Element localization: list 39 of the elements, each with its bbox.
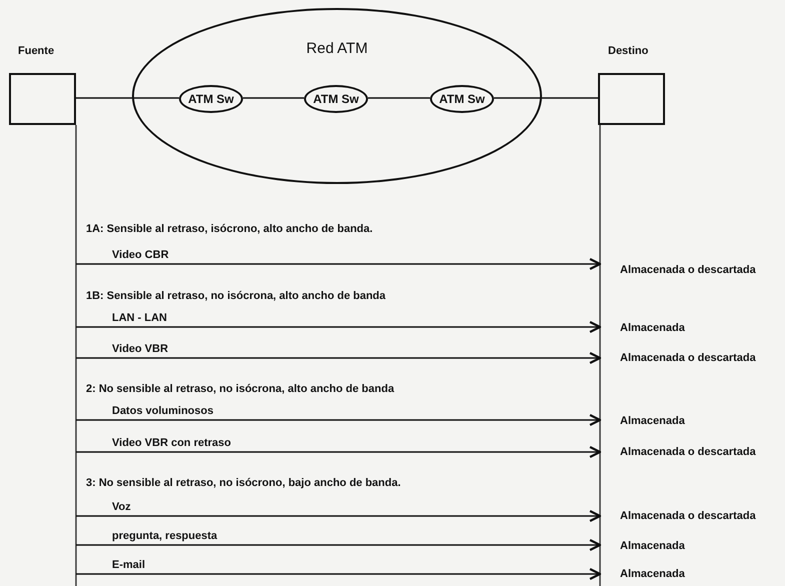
section-heading: 1B: Sensible al retraso, no isócrona, alto ancho de banda	[86, 290, 386, 303]
connector-line	[243, 97, 304, 99]
section-heading: 1A: Sensible al retraso, isócrono, alto ancho de banda.	[86, 223, 373, 236]
outcome-text: Almacenada	[620, 540, 685, 553]
outcome-text: Almacenada o descartada	[620, 446, 756, 459]
outcome-text: Almacenada o descartada	[620, 352, 756, 365]
edge-label: LAN - LAN	[112, 312, 167, 325]
outcome-text: Almacenada o descartada	[620, 264, 756, 277]
arrow	[76, 352, 602, 364]
switch-ellipse: ATM Sw	[430, 85, 494, 113]
outcome-text: Almacenada	[620, 568, 685, 581]
arrow	[76, 446, 602, 458]
edge-label: Video VBR	[112, 343, 168, 356]
edge-label: pregunta, respuesta	[112, 530, 218, 543]
edge-label: Voz	[112, 501, 131, 514]
edge-label: E-mail	[112, 559, 146, 572]
network-title: Red ATM	[305, 40, 369, 57]
arrow	[76, 258, 602, 270]
switch-ellipse: ATM Sw	[304, 85, 368, 113]
connector-line	[494, 97, 598, 99]
section-heading: 2: No sensible al retraso, no isócrona, alto ancho de banda	[86, 383, 394, 396]
arrow	[76, 568, 602, 580]
section-heading: 3: No sensible al retraso, no isócrono, bajo ancho de banda.	[86, 477, 401, 490]
arrow	[76, 414, 602, 426]
edge-label: Datos voluminosos	[112, 405, 214, 418]
edge-label: Video VBR con retraso	[112, 437, 231, 450]
node-label: Fuente	[18, 45, 54, 58]
connector-line	[76, 97, 179, 99]
edge-label: Video CBR	[112, 249, 169, 262]
arrow	[76, 510, 602, 522]
outcome-text: Almacenada	[620, 415, 685, 428]
arrow	[76, 538, 602, 552]
arrow	[76, 320, 602, 334]
outcome-text: Almacenada	[620, 322, 685, 335]
switch-ellipse: ATM Sw	[179, 85, 243, 113]
outcome-text: Almacenada o descartada	[620, 510, 756, 523]
node-label: Destino	[608, 45, 648, 58]
connector-line	[368, 97, 430, 99]
network-ellipse	[132, 8, 542, 184]
